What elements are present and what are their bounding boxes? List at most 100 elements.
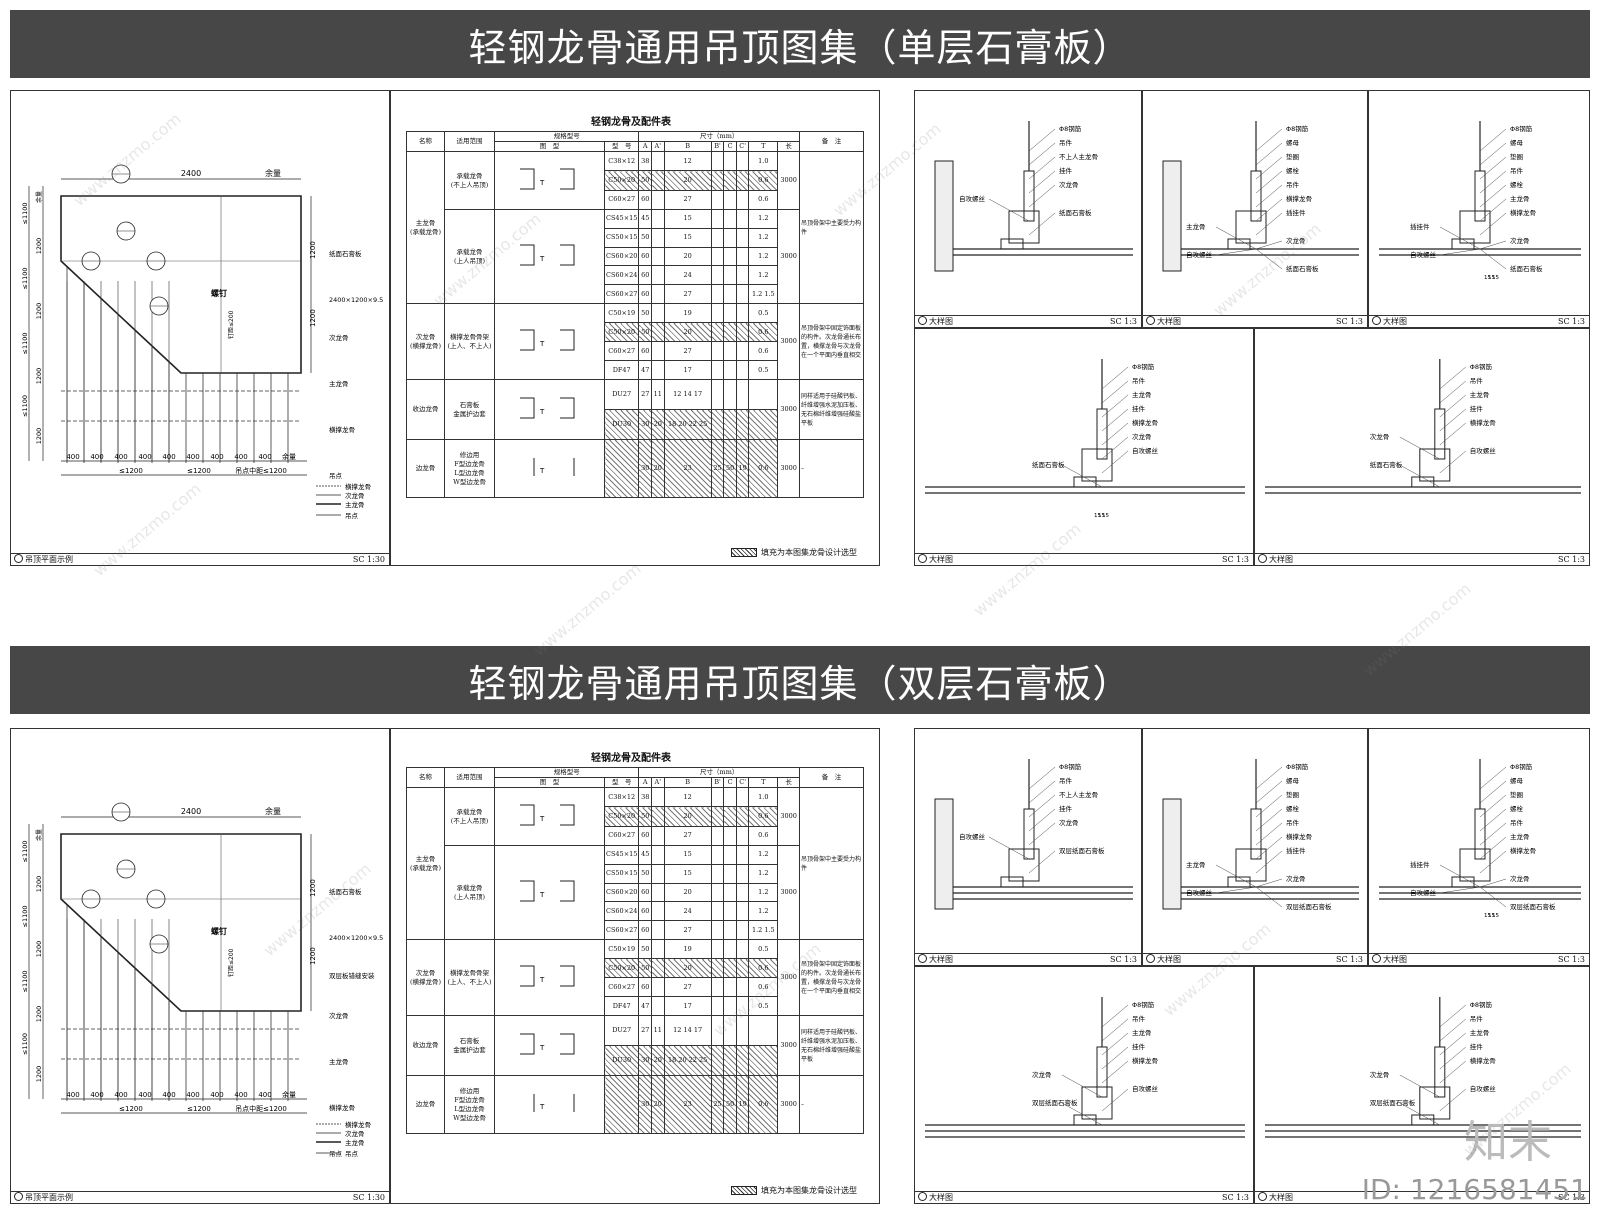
dim-bottom: 400: [114, 1091, 127, 1099]
hanger: [1434, 408, 1446, 460]
detail-label: 螺母: [1286, 138, 1300, 147]
detail-label: 主龙骨: [1186, 222, 1206, 231]
detail-label: 螺母: [1286, 776, 1300, 785]
detail-label: 自攻螺丝: [1132, 1084, 1159, 1093]
sheet-title: 轻钢龙骨通用吊顶图集（单层石膏板）: [10, 10, 1590, 78]
plan-note: 吊点: [329, 472, 343, 480]
legend-item: 次龙骨: [345, 1129, 365, 1138]
table-note-text: 填充为本图集龙骨设计选型: [761, 548, 857, 557]
dim-bottom: 400: [258, 453, 271, 461]
plan-note: 次龙骨: [329, 333, 349, 342]
detail-label: Φ8钢筋: [1510, 762, 1533, 771]
detail-label: 垫圈: [1510, 152, 1523, 161]
plan-note: 主龙骨: [329, 379, 349, 388]
dim-bottom2: 吊点中距≤1200: [235, 1104, 287, 1113]
dim-left: 1200: [35, 1006, 43, 1023]
main-keel: [1235, 210, 1267, 244]
secondary-keel: [1227, 238, 1251, 250]
detail-scale: SC 1:3: [1221, 555, 1249, 564]
plan-note: 螺钉: [211, 926, 227, 936]
dim-bottom: 400: [234, 453, 247, 461]
dim-bottom: 400: [162, 453, 175, 461]
detail-label: 螺栓: [1510, 804, 1524, 813]
dim-left: ≤1100: [21, 841, 29, 863]
svg-text:T: T: [539, 408, 545, 416]
dim-bottom: 400: [114, 453, 127, 461]
detail-label: 不上人主龙骨: [1059, 790, 1098, 799]
main-keel: [1008, 848, 1040, 882]
dim-left: 1200: [35, 428, 43, 445]
detail-scale: SC 1:3: [1557, 317, 1585, 326]
detail-label: 螺母: [1510, 776, 1524, 785]
detail-label: 纸面石膏板: [1059, 208, 1092, 217]
detail-caption: 大样图: [1146, 954, 1181, 965]
detail-scale: SC 1:3: [1557, 555, 1585, 564]
detail-label: Φ8钢筋: [1470, 362, 1493, 371]
dim-left: 1200: [35, 368, 43, 385]
detail-label: 双层纸面石膏板: [1510, 902, 1556, 911]
detail-label: Φ8钢筋: [1286, 124, 1309, 133]
table-note: 填充为本图集龙骨设计选型: [731, 1185, 857, 1196]
profile-figure: T: [494, 209, 605, 304]
secondary-keel: [1073, 476, 1097, 488]
dim-left: 1200: [35, 876, 43, 893]
plan-note: 余量: [35, 829, 43, 841]
detail-label: 主龙骨: [1510, 832, 1530, 841]
detail-caption: 大样图: [918, 316, 953, 327]
detail-label: 次龙骨: [1370, 1070, 1390, 1079]
dim-bottom: 余量: [282, 1090, 296, 1099]
detail-label: 挂件: [1059, 166, 1073, 175]
detail-label: 自攻螺丝: [1186, 888, 1213, 897]
detail-label: 垫圈: [1510, 790, 1523, 799]
detail-label: 吊件: [1286, 180, 1300, 189]
main-keel: [1081, 448, 1113, 482]
detail-dim: 15: [1484, 275, 1491, 281]
secondary-keel: [1227, 876, 1251, 888]
detail-label: Φ8钢筋: [1510, 124, 1533, 133]
detail-label: 挂件: [1470, 1042, 1484, 1051]
profile-figure: T: [494, 151, 605, 210]
detail-caption: 大样图: [1372, 954, 1407, 965]
detail-label: 不上人主龙骨: [1059, 152, 1098, 161]
svg-text:T: T: [539, 340, 545, 348]
detail-dim: 15: [1492, 275, 1499, 281]
detail-label: 自攻螺丝: [1470, 446, 1497, 455]
plan-note: 主龙骨: [329, 1057, 349, 1066]
dim-left: 1200: [35, 941, 43, 958]
main-keel: [1419, 1086, 1451, 1120]
plan-scale: SC 1:30: [352, 555, 385, 564]
secondary-keel: [1073, 1114, 1097, 1126]
detail-scale: SC 1:3: [1335, 317, 1363, 326]
dim-left: ≤1100: [21, 203, 29, 225]
dim-bottom: 400: [66, 453, 79, 461]
detail-scale: SC 1:3: [1557, 955, 1585, 964]
detail-label: 自攻螺丝: [959, 194, 986, 203]
detail-label: 挂件: [1132, 404, 1146, 413]
detail-label: 双层纸面石膏板: [1286, 902, 1332, 911]
plan-scale: SC 1:30: [352, 1193, 385, 1202]
detail-label: 吊件: [1132, 376, 1146, 385]
table-title: 轻钢龙骨及配件表: [591, 117, 671, 128]
dim-top: 余量: [265, 168, 281, 178]
detail-label: 螺栓: [1510, 180, 1524, 189]
dim-left: 1200: [35, 238, 43, 255]
table-note-text: 填充为本图集龙骨设计选型: [761, 1186, 857, 1195]
detail-label: 主龙骨: [1510, 194, 1530, 203]
plan-note: 纸面石膏板: [329, 249, 362, 258]
detail-label: 次龙骨: [1059, 818, 1079, 827]
